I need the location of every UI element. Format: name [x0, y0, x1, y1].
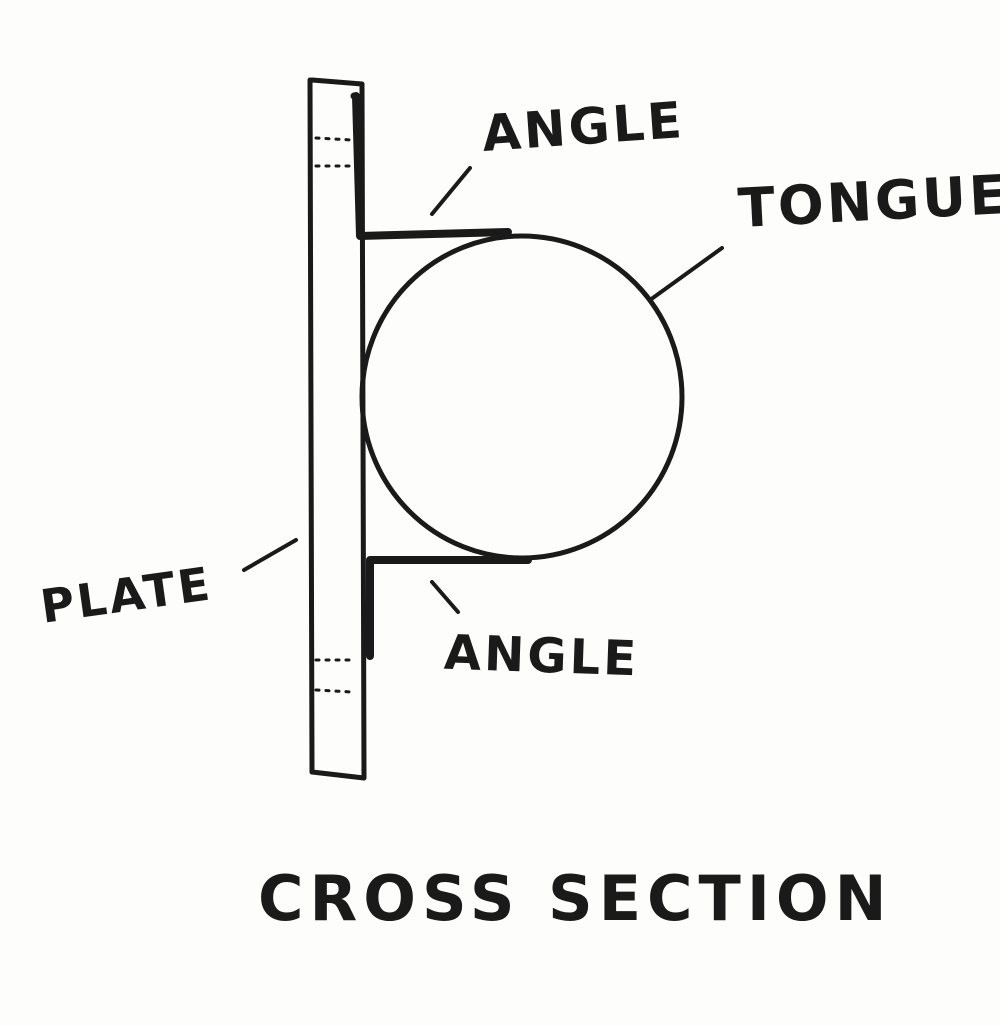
plate-outline	[307, 77, 367, 781]
label-tongue: TONGUE	[736, 162, 1000, 241]
leader-line-tongue	[648, 246, 724, 302]
angle-top	[352, 92, 512, 240]
angle-top-shape	[352, 92, 512, 240]
leader-line-angle-top	[430, 166, 472, 216]
diagram-title: CROSS SECTION	[258, 862, 893, 935]
bolt-holes-top	[314, 136, 354, 168]
angle-bottom-shape	[366, 556, 532, 660]
label-angle-bottom: ANGLE	[443, 624, 641, 688]
angle-bottom	[366, 556, 532, 660]
tongue-circle	[359, 233, 685, 561]
leader-line-angle-bottom	[430, 580, 460, 614]
bolt-holes-bottom	[314, 658, 354, 694]
leader-line-plate	[242, 538, 298, 572]
